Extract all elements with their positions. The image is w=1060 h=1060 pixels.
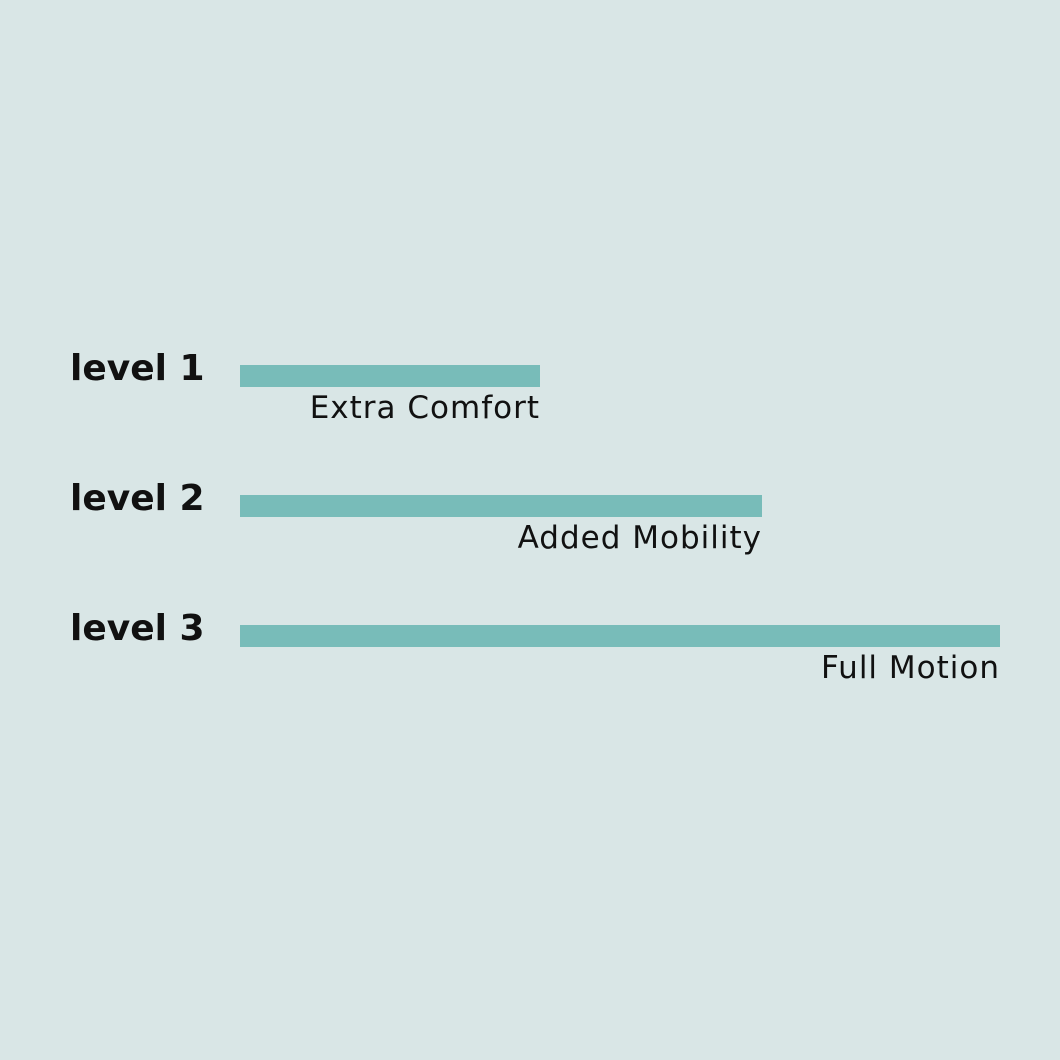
level-bar-3 (240, 625, 1000, 647)
bar-caption-3: Full Motion (821, 650, 1000, 686)
bar-track-3: Full Motion (240, 625, 1000, 684)
level-row-3: level 3 Full Motion (0, 611, 1060, 777)
bar-caption-1: Extra Comfort (309, 390, 540, 426)
level-label-3: level 3 (70, 608, 205, 649)
level-bar-2 (240, 495, 762, 517)
level-row-1: level 1 Extra Comfort (0, 351, 1060, 517)
level-label-1: level 1 (70, 348, 205, 389)
bar-track-2: Added Mobility (240, 495, 1000, 554)
bar-track-1: Extra Comfort (240, 365, 1000, 424)
level-row-2: level 2 Added Mobility (0, 481, 1060, 647)
level-bar-1 (240, 365, 540, 387)
level-label-2: level 2 (70, 478, 205, 519)
bar-caption-2: Added Mobility (517, 520, 762, 556)
